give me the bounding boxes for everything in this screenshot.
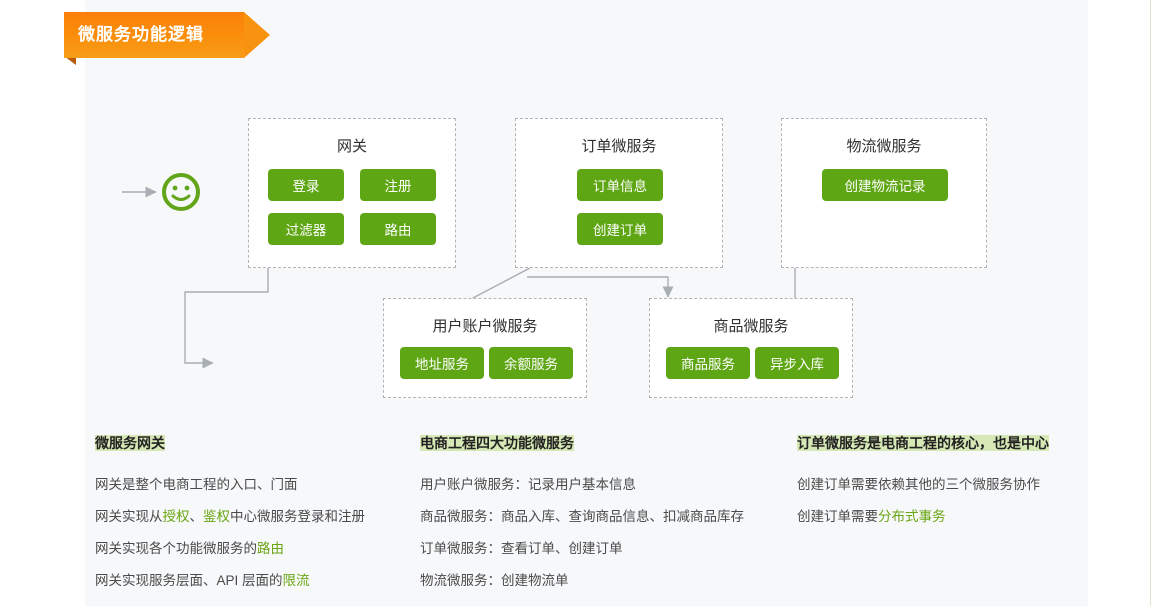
column-lines: 网关是整个电商工程的入口、门面网关实现从授权、鉴权中心微服务登录和注册网关实现各… — [95, 476, 395, 590]
column-heading-wrap: 订单微服务是电商工程的核心，也是中心 — [797, 432, 1077, 454]
button-create-order[interactable]: 创建订单 — [577, 213, 663, 245]
button-filter[interactable]: 过滤器 — [268, 213, 344, 245]
text-line: 物流微服务：创建物流单 — [420, 572, 780, 590]
text-run: 、 — [189, 509, 204, 524]
button-order-info[interactable]: 订单信息 — [577, 169, 663, 201]
node-product-service-title: 商品微服务 — [713, 318, 789, 335]
banner-title: 微服务功能逻辑 — [78, 25, 204, 44]
column-heading-wrap: 电商工程四大功能微服务 — [420, 432, 780, 454]
node-user-account-service-title: 用户账户微服务 — [432, 318, 538, 335]
text-run: 网关实现从 — [95, 509, 163, 524]
text-line: 创建订单需要分布式事务 — [797, 508, 1077, 526]
text-run: 网关实现各个功能微服务的 — [95, 541, 257, 556]
text-run: 网关实现服务层面、API 层面的 — [95, 573, 283, 588]
text-run: 创建订单需要依赖其他的三个微服务协作 — [797, 477, 1040, 492]
text-column-gateway: 微服务网关 网关是整个电商工程的入口、门面网关实现从授权、鉴权中心微服务登录和注… — [95, 432, 395, 604]
architecture-diagram: 网关 登录 注册 过滤器 路由 订单微服务 订单信息 创建订单 物流微服务 创建… — [122, 118, 987, 398]
highlighted-term: 授权 — [162, 509, 190, 524]
text-line: 创建订单需要依赖其他的三个微服务协作 — [797, 476, 1077, 494]
button-create-logistics-record[interactable]: 创建物流记录 — [822, 169, 948, 201]
text-run: 中心微服务登录和注册 — [230, 509, 365, 524]
button-async-stock-in[interactable]: 异步入库 — [755, 347, 839, 379]
node-gateway[interactable]: 网关 登录 注册 过滤器 路由 — [248, 118, 456, 268]
node-order-service-title: 订单微服务 — [581, 138, 657, 155]
text-line: 网关实现各个功能微服务的路由 — [95, 540, 395, 558]
text-line: 商品微服务：商品入库、查询商品信息、扣减商品库存 — [420, 508, 780, 526]
column-heading: 订单微服务是电商工程的核心，也是中心 — [797, 435, 1049, 451]
node-user-account-service[interactable]: 用户账户微服务 地址服务 余额服务 — [383, 298, 587, 398]
column-heading: 电商工程四大功能微服务 — [420, 435, 574, 451]
smiley-face-icon — [162, 173, 200, 211]
text-line: 网关实现服务层面、API 层面的限流 — [95, 572, 395, 590]
text-line: 订单微服务：查看订单、创建订单 — [420, 540, 780, 558]
section-banner: 微服务功能逻辑 — [64, 12, 314, 65]
text-column-four-services: 电商工程四大功能微服务 用户账户微服务：记录用户基本信息商品微服务：商品入库、查… — [420, 432, 780, 604]
highlighted-term: 分布式事务 — [878, 509, 946, 524]
text-column-order-core: 订单微服务是电商工程的核心，也是中心 创建订单需要依赖其他的三个微服务协作创建订… — [797, 432, 1077, 540]
button-product-service[interactable]: 商品服务 — [666, 347, 750, 379]
column-heading-wrap: 微服务网关 — [95, 432, 395, 454]
banner-arrow — [244, 12, 270, 58]
text-run: 物流微服务：创建物流单 — [420, 573, 569, 588]
button-address-service[interactable]: 地址服务 — [400, 347, 484, 379]
text-line: 用户账户微服务：记录用户基本信息 — [420, 476, 780, 494]
text-line: 网关实现从授权、鉴权中心微服务登录和注册 — [95, 508, 395, 526]
right-edge-rule — [1150, 0, 1151, 606]
column-heading: 微服务网关 — [95, 435, 165, 451]
node-gateway-title: 网关 — [336, 138, 367, 155]
node-logistics-service-title: 物流微服务 — [846, 138, 922, 155]
column-lines: 用户账户微服务：记录用户基本信息商品微服务：商品入库、查询商品信息、扣减商品库存… — [420, 476, 780, 590]
button-route[interactable]: 路由 — [360, 213, 436, 245]
text-line: 网关是整个电商工程的入口、门面 — [95, 476, 395, 494]
text-run: 订单微服务：查看订单、创建订单 — [420, 541, 623, 556]
button-balance-service[interactable]: 余额服务 — [489, 347, 573, 379]
node-logistics-service[interactable]: 物流微服务 创建物流记录 — [781, 118, 987, 268]
column-lines: 创建订单需要依赖其他的三个微服务协作创建订单需要分布式事务 — [797, 476, 1077, 526]
highlighted-term: 限流 — [282, 573, 310, 588]
button-register[interactable]: 注册 — [360, 169, 436, 201]
text-run: 创建订单需要 — [797, 509, 878, 524]
highlighted-term: 鉴权 — [203, 509, 230, 524]
button-login[interactable]: 登录 — [268, 169, 344, 201]
node-order-service[interactable]: 订单微服务 订单信息 创建订单 — [515, 118, 723, 268]
text-run: 商品微服务：商品入库、查询商品信息、扣减商品库存 — [420, 509, 744, 524]
banner-fold-shadow — [64, 56, 76, 65]
banner-body — [64, 12, 244, 58]
highlighted-term: 路由 — [257, 541, 284, 556]
text-run: 网关是整个电商工程的入口、门面 — [95, 477, 298, 492]
text-run: 用户账户微服务：记录用户基本信息 — [420, 477, 636, 492]
node-product-service[interactable]: 商品微服务 商品服务 异步入库 — [649, 298, 853, 398]
